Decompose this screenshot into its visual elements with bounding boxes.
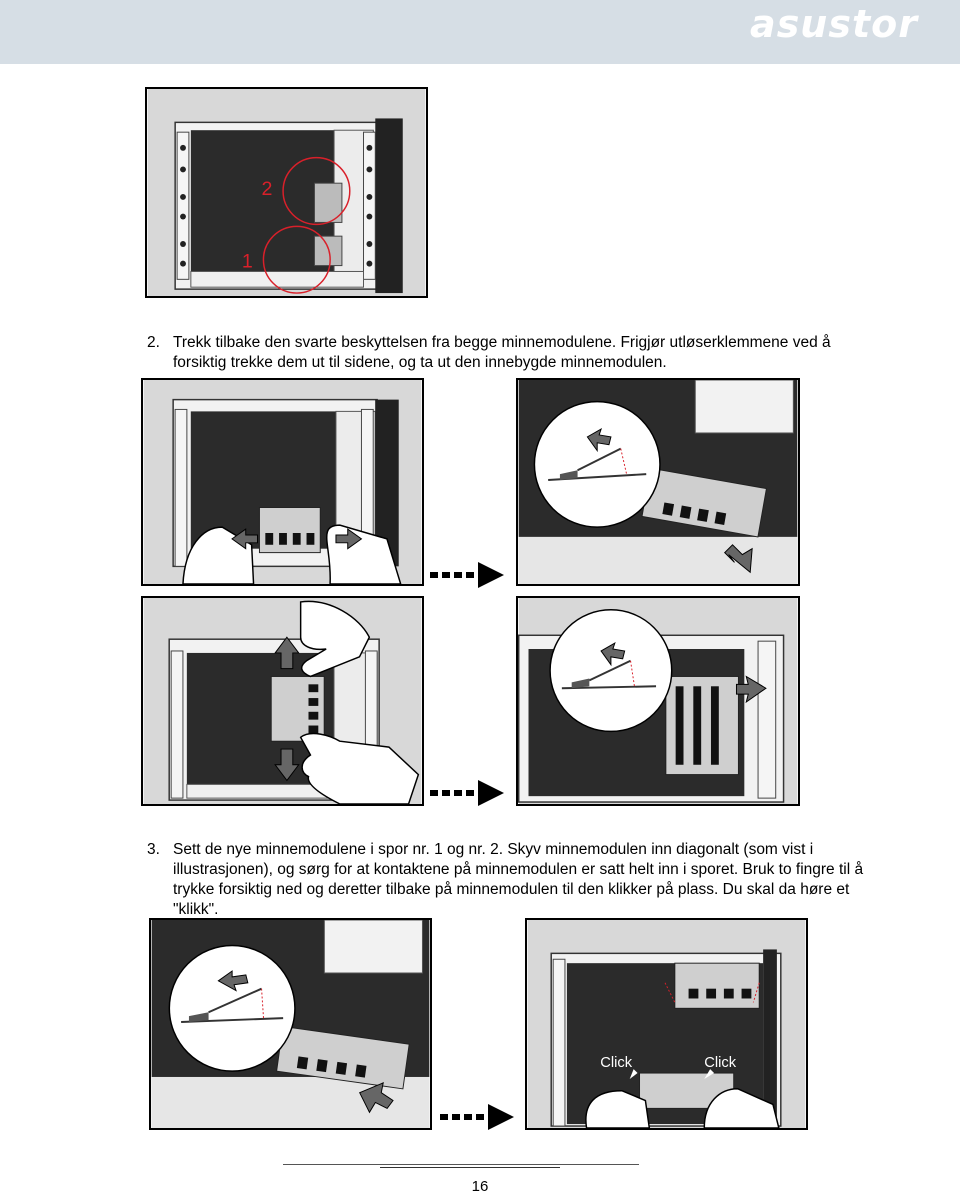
figure-module-removal bbox=[516, 378, 800, 586]
dashed-arrow-icon bbox=[430, 560, 506, 590]
figure-chassis-slots: 2 1 bbox=[145, 87, 428, 298]
module-removal-illustration bbox=[518, 380, 798, 584]
click-illustration: Click Click bbox=[527, 920, 806, 1128]
arrow-up-icon bbox=[274, 636, 300, 670]
brand-logo: asustor bbox=[750, 2, 918, 46]
step-3: 3. Sett de nye minnemodulene i spor nr. … bbox=[147, 840, 867, 922]
release-clips-illustration bbox=[143, 380, 422, 584]
arrow-up-right-icon bbox=[600, 642, 626, 667]
figure-module-side bbox=[516, 596, 800, 806]
click-label-left: Click bbox=[600, 1055, 633, 1071]
chassis-illustration: 2 1 bbox=[147, 89, 426, 296]
footer-rule bbox=[380, 1167, 560, 1168]
module-side-illustration bbox=[518, 598, 798, 804]
arrow-left-icon bbox=[217, 970, 249, 992]
step-3-number: 3. bbox=[147, 841, 160, 858]
insert-module-illustration bbox=[143, 598, 422, 804]
step-2: 2. Trekk tilbake den svarte beskyttelsen… bbox=[147, 333, 867, 375]
dashed-arrow-icon bbox=[430, 778, 506, 808]
slot-label-1: 1 bbox=[242, 251, 253, 273]
arrow-up-right-icon bbox=[586, 427, 612, 453]
slot-label-2: 2 bbox=[261, 178, 272, 200]
page-header: asustor bbox=[0, 0, 960, 64]
step-3-text: Sett de nye minnemodulene i spor nr. 1 o… bbox=[173, 841, 864, 918]
insert-diagonal-illustration bbox=[151, 920, 430, 1128]
arrow-left-icon bbox=[231, 528, 258, 550]
figure-insert-module bbox=[141, 596, 424, 806]
click-label-right: Click bbox=[704, 1055, 737, 1071]
figure-click: Click Click bbox=[525, 918, 808, 1130]
arrow-right-icon bbox=[335, 528, 363, 550]
step-2-text: Trekk tilbake den svarte beskyttelsen fr… bbox=[173, 334, 831, 371]
arrow-down-icon bbox=[274, 748, 300, 782]
arrow-down-icon bbox=[723, 544, 753, 574]
arrow-left-icon bbox=[735, 675, 767, 704]
step-2-number: 2. bbox=[147, 334, 160, 351]
figure-release-clips bbox=[141, 378, 424, 586]
footer-rule bbox=[283, 1164, 639, 1165]
arrow-up-left-icon bbox=[358, 1082, 394, 1114]
dashed-arrow-icon bbox=[440, 1102, 516, 1132]
page-number: 16 bbox=[471, 1178, 489, 1195]
figure-insert-diagonal bbox=[149, 918, 432, 1130]
